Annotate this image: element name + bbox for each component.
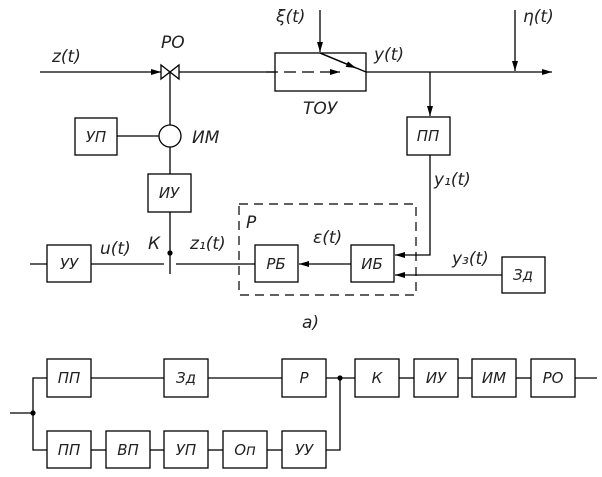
b-top-block-p-label: Р [299,369,309,387]
block-pp-sensor [406,116,451,156]
signal-label-u: u(t) [100,239,131,259]
signal-label-y: y(t) [373,45,404,65]
b-chain-block-im-label: ИМ [482,369,506,387]
diagram-b: ПП Зд Р ПП ВП УП Оп УУ К ИУ ИМ [10,358,597,469]
block-rb-regulating-unit [254,244,299,283]
b-bottom-block-vp [105,430,151,469]
b-top-block-zd-label: Зд [176,369,196,387]
b-branch-bottom [32,413,47,451]
block-zd-setpoint [501,256,546,294]
b-chain-block-iu [413,358,459,398]
diagram-a-caption: а) [302,313,319,333]
regulating-organ-valve-icon [160,63,180,81]
b-top-block-pp-label: ПП [58,369,81,387]
label-regulator-frame: Р [246,213,257,233]
signal-label-z1: z₁(t) [189,234,226,254]
label-controlled-object: ТОУ [303,99,339,119]
actuator-mechanism-icon [158,124,182,148]
signal-label-epsilon: ε(t) [313,228,342,248]
block-ib-measuring-unit [350,244,395,283]
block-zd-label: Зд [513,266,533,284]
block-iu-amplifier [147,173,192,213]
block-ib-label: ИБ [361,255,383,273]
b-chain-block-k-label: К [372,369,384,387]
b-bottom-block-op [222,430,268,469]
label-actuator-mechanism: ИМ [192,128,220,148]
block-pp-label: ПП [417,127,440,145]
block-uu-label: УУ [60,255,79,273]
line-pp-to-ib [395,155,431,258]
signal-label-z: z(t) [51,47,81,67]
b-top-block-pp [46,358,92,398]
b-bottom-block-up-label: УП [176,441,196,459]
signal-label-eta: η(t) [523,7,554,27]
b-chain-block-ro-label: РО [543,369,564,387]
block-up-label: УП [86,128,106,146]
signal-label-y3: y₃(t) [451,249,489,269]
b-bottom-block-uu-label: УУ [295,441,314,459]
b-bottom-block-op-label: Оп [234,441,256,459]
label-regulating-organ: РО [161,33,185,53]
block-iu-label: ИУ [159,184,180,202]
b-line-uu-to-junction [326,378,341,451]
signal-label-y1: y₁(t) [433,170,471,190]
b-bottom-block-vp-label: ВП [117,441,139,459]
switch-junction-dot [167,250,173,256]
b-bottom-block-up [163,430,209,469]
b-bottom-block-uu [281,430,327,469]
diagram-a: z(t) РО ТОУ ξ(t) y(t) η(t) ПП y₁(t) ИМ [30,7,554,333]
block-rb-label: РБ [266,255,285,273]
b-bottom-block-pp-label: ПП [58,441,81,459]
b-chain-block-iu-label: ИУ [426,369,447,387]
label-switch-k: К [148,234,161,254]
block-uu-manual-control [46,244,92,283]
b-branch-top [32,377,47,413]
signal-label-xi: ξ(t) [275,7,305,27]
b-chain-block-ro [530,358,576,398]
disturbance-internal-arrow [319,52,357,69]
